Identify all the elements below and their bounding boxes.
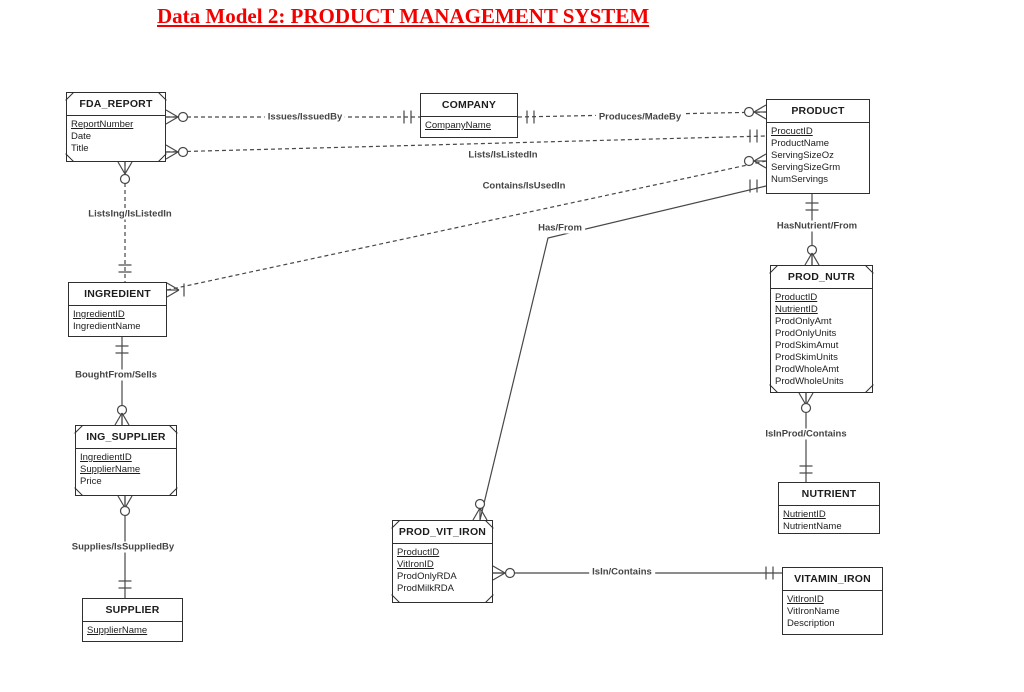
attribute-title: Title xyxy=(71,143,89,154)
entity-prod-nutr-title: PROD_NUTR xyxy=(771,266,872,289)
attribute-companyname: CompanyName xyxy=(425,120,491,131)
relationship-label-issues-issuedby: Issues/IssuedBy xyxy=(264,111,346,123)
attribute-servingsizeoz: ServingSizeOz xyxy=(771,150,834,161)
attribute-suppliername: SupplierName xyxy=(87,625,148,636)
entity-prod-vit-iron-title: PROD_VIT_IRON xyxy=(393,521,492,544)
entity-vitamin-iron: VITAMIN_IRON VitIronID VitIronName Descr… xyxy=(782,567,883,635)
relationship-label-has-from: Has/From xyxy=(535,222,585,234)
attribute-productid: ProductID xyxy=(397,547,440,558)
attribute-reportnumber: ReportNumber xyxy=(71,119,134,130)
relationship-label-isinprod-contains: IsInProd/Contains xyxy=(762,428,850,440)
attribute-ingredientid: IngredientID xyxy=(73,309,125,320)
relationship-label-listsing-islistedin: ListsIng/IsListedIn xyxy=(85,208,175,220)
attribute-prodonlyunits: ProdOnlyUnits xyxy=(775,328,837,339)
corner-cut-mark xyxy=(74,487,83,496)
entity-ingredient-attributes: IngredientID IngredientName xyxy=(69,306,166,333)
entity-company-title: COMPANY xyxy=(421,94,517,117)
attribute-date: Date xyxy=(71,131,92,142)
entity-product-title: PRODUCT xyxy=(767,100,869,123)
attribute-productname: ProductName xyxy=(771,138,830,149)
attribute-ingredientname: IngredientName xyxy=(73,321,141,332)
entity-prod-vit-iron-attributes: ProductID VitIronID ProdOnlyRDA ProdMilk… xyxy=(393,544,492,595)
entity-vitamin-iron-title: VITAMIN_IRON xyxy=(783,568,882,591)
entity-supplier-attributes: SupplierName xyxy=(83,622,182,637)
entity-product-attributes: ProcuctID ProductName ServingSizeOz Serv… xyxy=(767,123,869,186)
attribute-suppliername: SupplierName xyxy=(80,464,141,475)
relationship-label-boughtfrom-sells: BoughtFrom/Sells xyxy=(72,369,160,381)
corner-cut-mark xyxy=(169,487,178,496)
entity-prod-nutr: PROD_NUTR ProductID NutrientID ProdOnlyA… xyxy=(769,265,874,393)
relationship-label-produces-madeby: Produces/MadeBy xyxy=(595,111,685,123)
attribute-prodskimamut: ProdSkimAmut xyxy=(775,340,839,351)
entity-ingredient: INGREDIENT IngredientID IngredientName xyxy=(68,282,167,337)
attribute-vitironid: VitIronID xyxy=(787,594,824,605)
attribute-vitironid: VitIronID xyxy=(397,559,434,570)
attribute-ingredientid: IngredientID xyxy=(80,452,132,463)
attribute-productid: ProductID xyxy=(775,292,818,303)
entity-supplier: SUPPLIER SupplierName xyxy=(82,598,183,642)
entity-prod-nutr-attributes: ProductID NutrientID ProdOnlyAmt ProdOnl… xyxy=(771,289,872,388)
attribute-prodmilkrda: ProdMilkRDA xyxy=(397,583,455,594)
entity-ing-supplier-title: ING_SUPPLIER xyxy=(76,426,176,449)
entity-ing-supplier-attributes: IngredientID SupplierName Price xyxy=(76,449,176,488)
entity-vitamin-iron-attributes: VitIronID VitIronName Description xyxy=(783,591,882,630)
attribute-nutrientname: NutrientName xyxy=(783,521,842,532)
relationship-label-isin-contains: IsIn/Contains xyxy=(589,566,655,578)
page-title: Data Model 2: PRODUCT MANAGEMENT SYSTEM xyxy=(157,4,650,28)
entity-product: PRODUCT ProcuctID ProductName ServingSiz… xyxy=(766,99,870,194)
attribute-prodskimunits: ProdSkimUnits xyxy=(775,352,838,363)
corner-cut-mark xyxy=(391,594,400,603)
entity-nutrient-title: NUTRIENT xyxy=(779,483,879,506)
attribute-description: Description xyxy=(787,618,835,629)
attribute-nutrientid: NutrientID xyxy=(783,509,826,520)
relationship-label-lists-islistedin: Lists/IsListedIn xyxy=(465,149,541,161)
entity-nutrient: NUTRIENT NutrientID NutrientName xyxy=(778,482,880,534)
entity-company: COMPANY CompanyName xyxy=(420,93,518,138)
attribute-nutrientid: NutrientID xyxy=(775,304,818,315)
attribute-procuctid: ProcuctID xyxy=(771,126,813,137)
entity-fda-report-attributes: ReportNumber Date Title xyxy=(67,116,165,155)
entity-fda-report-title: FDA_REPORT xyxy=(67,93,165,116)
relationship-label-supplies-issuppliedby: Supplies/IsSuppliedBy xyxy=(68,541,178,553)
entity-supplier-title: SUPPLIER xyxy=(83,599,182,622)
entity-nutrient-attributes: NutrientID NutrientName xyxy=(779,506,879,533)
attribute-numservings: NumServings xyxy=(771,174,829,185)
relationship-label-hasnutrient-from: HasNutrient/From xyxy=(773,220,861,232)
attribute-price: Price xyxy=(80,476,102,487)
entity-ingredient-title: INGREDIENT xyxy=(69,283,166,306)
entity-prod-vit-iron: PROD_VIT_IRON ProductID VitIronID ProdOn… xyxy=(391,520,494,603)
attribute-prodwholeunits: ProdWholeUnits xyxy=(775,376,844,387)
attribute-vitironname: VitIronName xyxy=(787,606,840,617)
corner-cut-mark xyxy=(485,594,494,603)
attribute-servingsizegrm: ServingSizeGrm xyxy=(771,162,841,173)
entity-company-attributes: CompanyName xyxy=(421,117,517,132)
attribute-prodwholeamt: ProdWholeAmt xyxy=(775,364,839,375)
attribute-prodonlyamt: ProdOnlyAmt xyxy=(775,316,832,327)
entity-fda-report: FDA_REPORT ReportNumber Date Title xyxy=(65,92,167,162)
attribute-prodonlyrda: ProdOnlyRDA xyxy=(397,571,457,582)
relationship-label-contains-isusedin: Contains/IsUsedIn xyxy=(479,180,569,192)
entity-ing-supplier: ING_SUPPLIER IngredientID SupplierName P… xyxy=(74,425,178,496)
